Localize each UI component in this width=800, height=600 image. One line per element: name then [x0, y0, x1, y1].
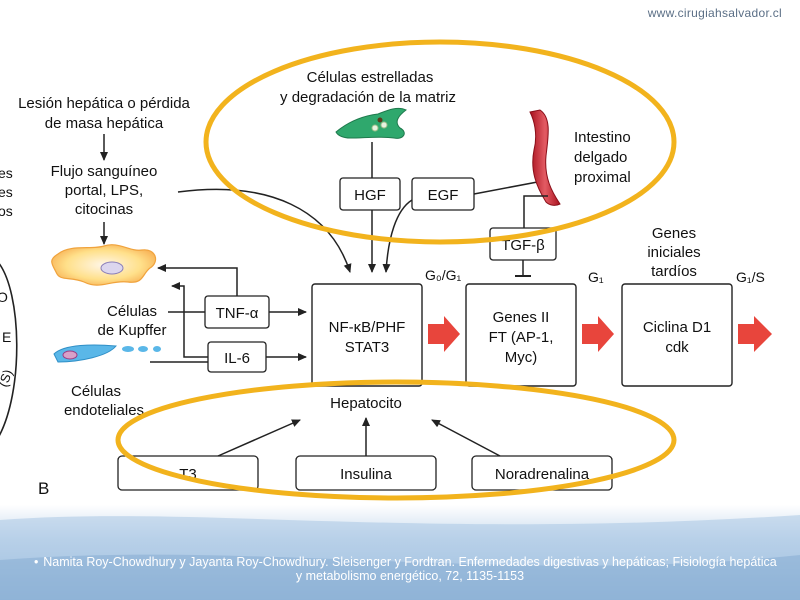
cycle-circle-arc [0, 263, 18, 436]
site-url: www.cirugiahsalvador.cl [647, 6, 782, 20]
g1-label: G₁ [588, 269, 604, 285]
nfkb-box [311, 283, 423, 387]
endothelial-cell-image [53, 344, 161, 363]
red-arrow-3 [738, 316, 772, 352]
endothelial-label-2: endoteliales [64, 402, 144, 419]
stellate-cell-image [335, 107, 407, 139]
noradrenaline-label: Noradrenalina [495, 466, 590, 483]
genes-line-2: FT (AP-1, [489, 329, 554, 346]
g0g1-label: G₀/G₁ [425, 267, 461, 283]
panel-letter: B [38, 479, 49, 498]
portal-flow-line-3: citocinas [75, 201, 133, 218]
tnf-label: TNF-α [216, 305, 259, 322]
intestine-line-1: Intestino [574, 129, 631, 146]
highlight-ellipse-top [203, 39, 677, 245]
late-genes-line-1: Genes [652, 225, 696, 242]
liver-regeneration-diagram: es es os O E (S) Lesión hepática o pérdi… [0, 39, 772, 501]
cut-text-3: os [0, 203, 13, 219]
injury-line-2: de masa hepática [45, 115, 164, 132]
intestine-line-2: delgado [574, 149, 627, 166]
egf-label: EGF [428, 187, 459, 204]
cyclin-line-2: cdk [665, 339, 689, 356]
t3-box [117, 455, 259, 491]
insulin-label: Insulina [340, 466, 392, 483]
kupffer-label-2: de Kupffer [98, 322, 167, 339]
intestine-image [529, 109, 561, 206]
tgf-label: TGF-β [501, 237, 545, 254]
late-genes-line-2: iniciales [647, 244, 700, 261]
nfkb-line-2: STAT3 [345, 339, 389, 356]
red-arrow-2 [582, 316, 614, 352]
cut-text-2: es [0, 184, 13, 200]
stellate-line-2: y degradación de la matriz [280, 89, 456, 106]
hgf-label: HGF [354, 187, 386, 204]
intestine-line-3: proximal [574, 169, 631, 186]
cut-circle-s: (S) [0, 367, 15, 388]
highlight-ellipse-bottom [115, 379, 677, 501]
genes-line-1: Genes II [493, 309, 550, 326]
nfkb-line-1: NF-κB/PHF [329, 319, 406, 336]
portal-flow-line-2: portal, LPS, [65, 182, 143, 199]
il6-label: IL-6 [224, 350, 250, 367]
citation-text: Namita Roy-Chowdhury y Jayanta Roy-Chowd… [43, 555, 777, 583]
endothelial-label-1: Células [71, 383, 121, 400]
stellate-line-1: Células estrelladas [307, 69, 434, 86]
cyclin-line-1: Ciclina D1 [643, 319, 711, 336]
genes-line-3: Myc) [505, 349, 538, 366]
citation: • Namita Roy-Chowdhury y Jayanta Roy-Cho… [34, 555, 780, 583]
portal-flow-line-1: Flujo sanguíneo [51, 163, 158, 180]
figure-panel: es es os O E (S) Lesión hepática o pérdi… [0, 35, 786, 505]
cut-circle-e: E [2, 329, 11, 345]
citation-bullet: • [34, 555, 39, 569]
cyclin-box [621, 283, 733, 387]
cut-circle-o: O [0, 289, 8, 305]
g1s-label: G₁/S [736, 269, 765, 285]
injury-line-1: Lesión hepática o pérdida [18, 95, 190, 112]
hgf-box [339, 177, 401, 211]
kupffer-label-1: Células [107, 303, 157, 320]
hepatocyte-label: Hepatocito [330, 395, 402, 412]
red-arrow-1 [428, 316, 460, 352]
late-genes-line-3: tardíos [651, 263, 697, 280]
cut-text-1: es [0, 165, 13, 181]
